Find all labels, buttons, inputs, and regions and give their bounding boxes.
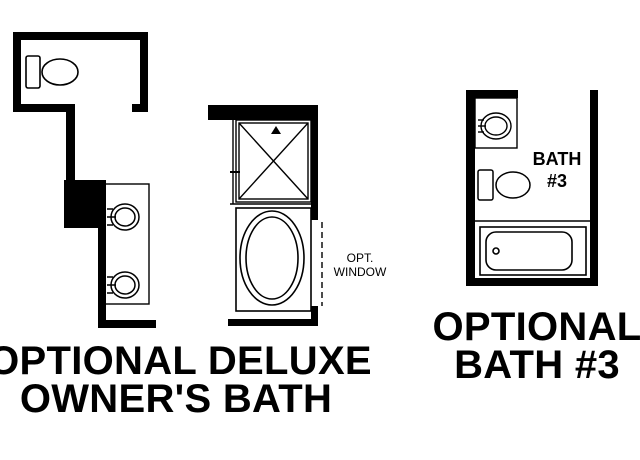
bath3-room-label-line1: BATH bbox=[533, 149, 582, 169]
opt-window-label-line1: OPT. bbox=[347, 251, 374, 265]
bath3-walls bbox=[466, 90, 598, 286]
owners-vanity-counter bbox=[103, 183, 150, 305]
owners-shower-tub-walls bbox=[208, 105, 318, 326]
bath3-bathtub bbox=[479, 226, 587, 276]
bath3-title-line1: OPTIONAL bbox=[432, 305, 640, 349]
bath3-room-label-line2: #3 bbox=[547, 171, 567, 191]
bath3-toilet bbox=[477, 169, 531, 201]
owners-sink-lower bbox=[107, 271, 140, 299]
owners-soaking-tub bbox=[235, 207, 312, 312]
owners-sink-upper bbox=[107, 203, 140, 231]
owners-bath-title-line1: OPTIONAL DELUXE bbox=[0, 339, 372, 383]
owners-vanity-walls bbox=[64, 104, 156, 328]
opt-window-label-line2: WINDOW bbox=[334, 265, 387, 279]
owners-toilet bbox=[25, 55, 79, 89]
owners-water-closet bbox=[13, 32, 148, 112]
shower-head-icon bbox=[271, 126, 281, 134]
owners-bath-title-line2: OWNER'S BATH bbox=[20, 377, 332, 421]
owners-shower-stall bbox=[230, 119, 316, 205]
bath3-title-line2: BATH #3 bbox=[454, 343, 620, 387]
bath3-vanity bbox=[474, 97, 518, 149]
